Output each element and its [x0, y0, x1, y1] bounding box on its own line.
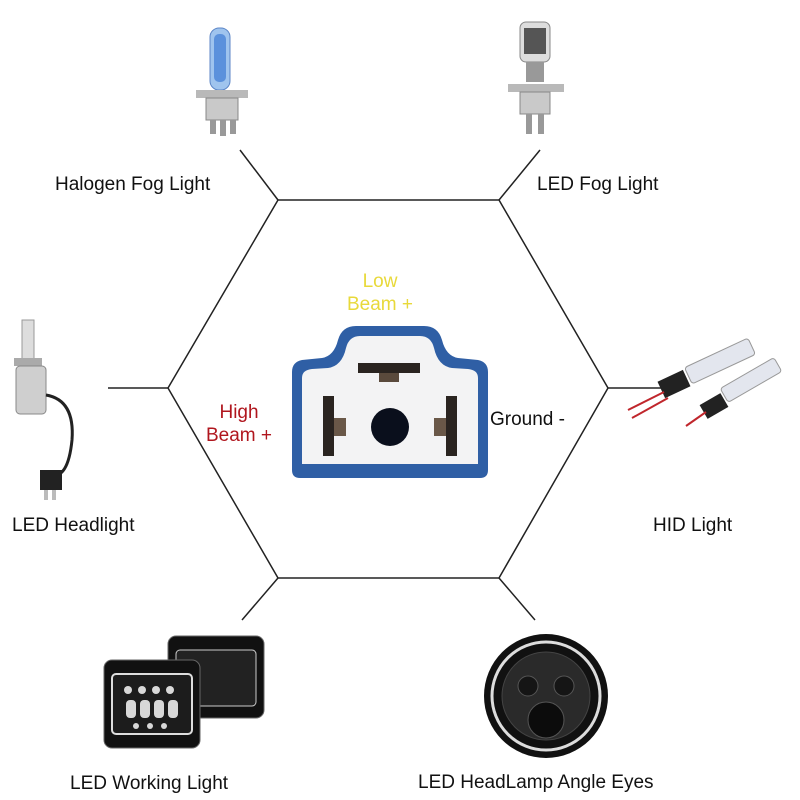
- h4-connector-image: [292, 326, 488, 478]
- hid-light-image: [627, 338, 782, 427]
- high-beam-line-2: Beam +: [206, 425, 273, 446]
- label-led-working-light: LED Working Light: [70, 773, 229, 794]
- low-beam-line-1: Low: [362, 271, 398, 292]
- led-fog-light-image: [508, 21, 564, 134]
- halogen-fog-light-image: [196, 27, 248, 136]
- connector-line: [498, 577, 536, 621]
- label-led-fog-light: LED Fog Light: [537, 174, 659, 195]
- low-beam-line-2: Beam +: [347, 294, 414, 315]
- connector-line: [498, 149, 541, 201]
- label-led-headlight: LED Headlight: [12, 515, 135, 536]
- label-halogen-fog-light: Halogen Fog Light: [55, 174, 211, 195]
- high-beam-line-1: High: [219, 402, 259, 423]
- led-working-light-image: [103, 635, 265, 749]
- label-led-headlamp-angle-eyes: LED HeadLamp Angle Eyes: [418, 772, 654, 793]
- label-hid-light: HID Light: [653, 515, 733, 536]
- ground-label: Ground -: [490, 409, 565, 430]
- connector-line: [239, 149, 279, 201]
- connector-line: [241, 577, 279, 621]
- high-beam-label: High Beam +: [206, 401, 272, 447]
- low-beam-label: Low Beam +: [347, 270, 413, 316]
- led-headlamp-angle-eyes-image: [484, 634, 608, 758]
- led-headlight-image: [14, 319, 74, 500]
